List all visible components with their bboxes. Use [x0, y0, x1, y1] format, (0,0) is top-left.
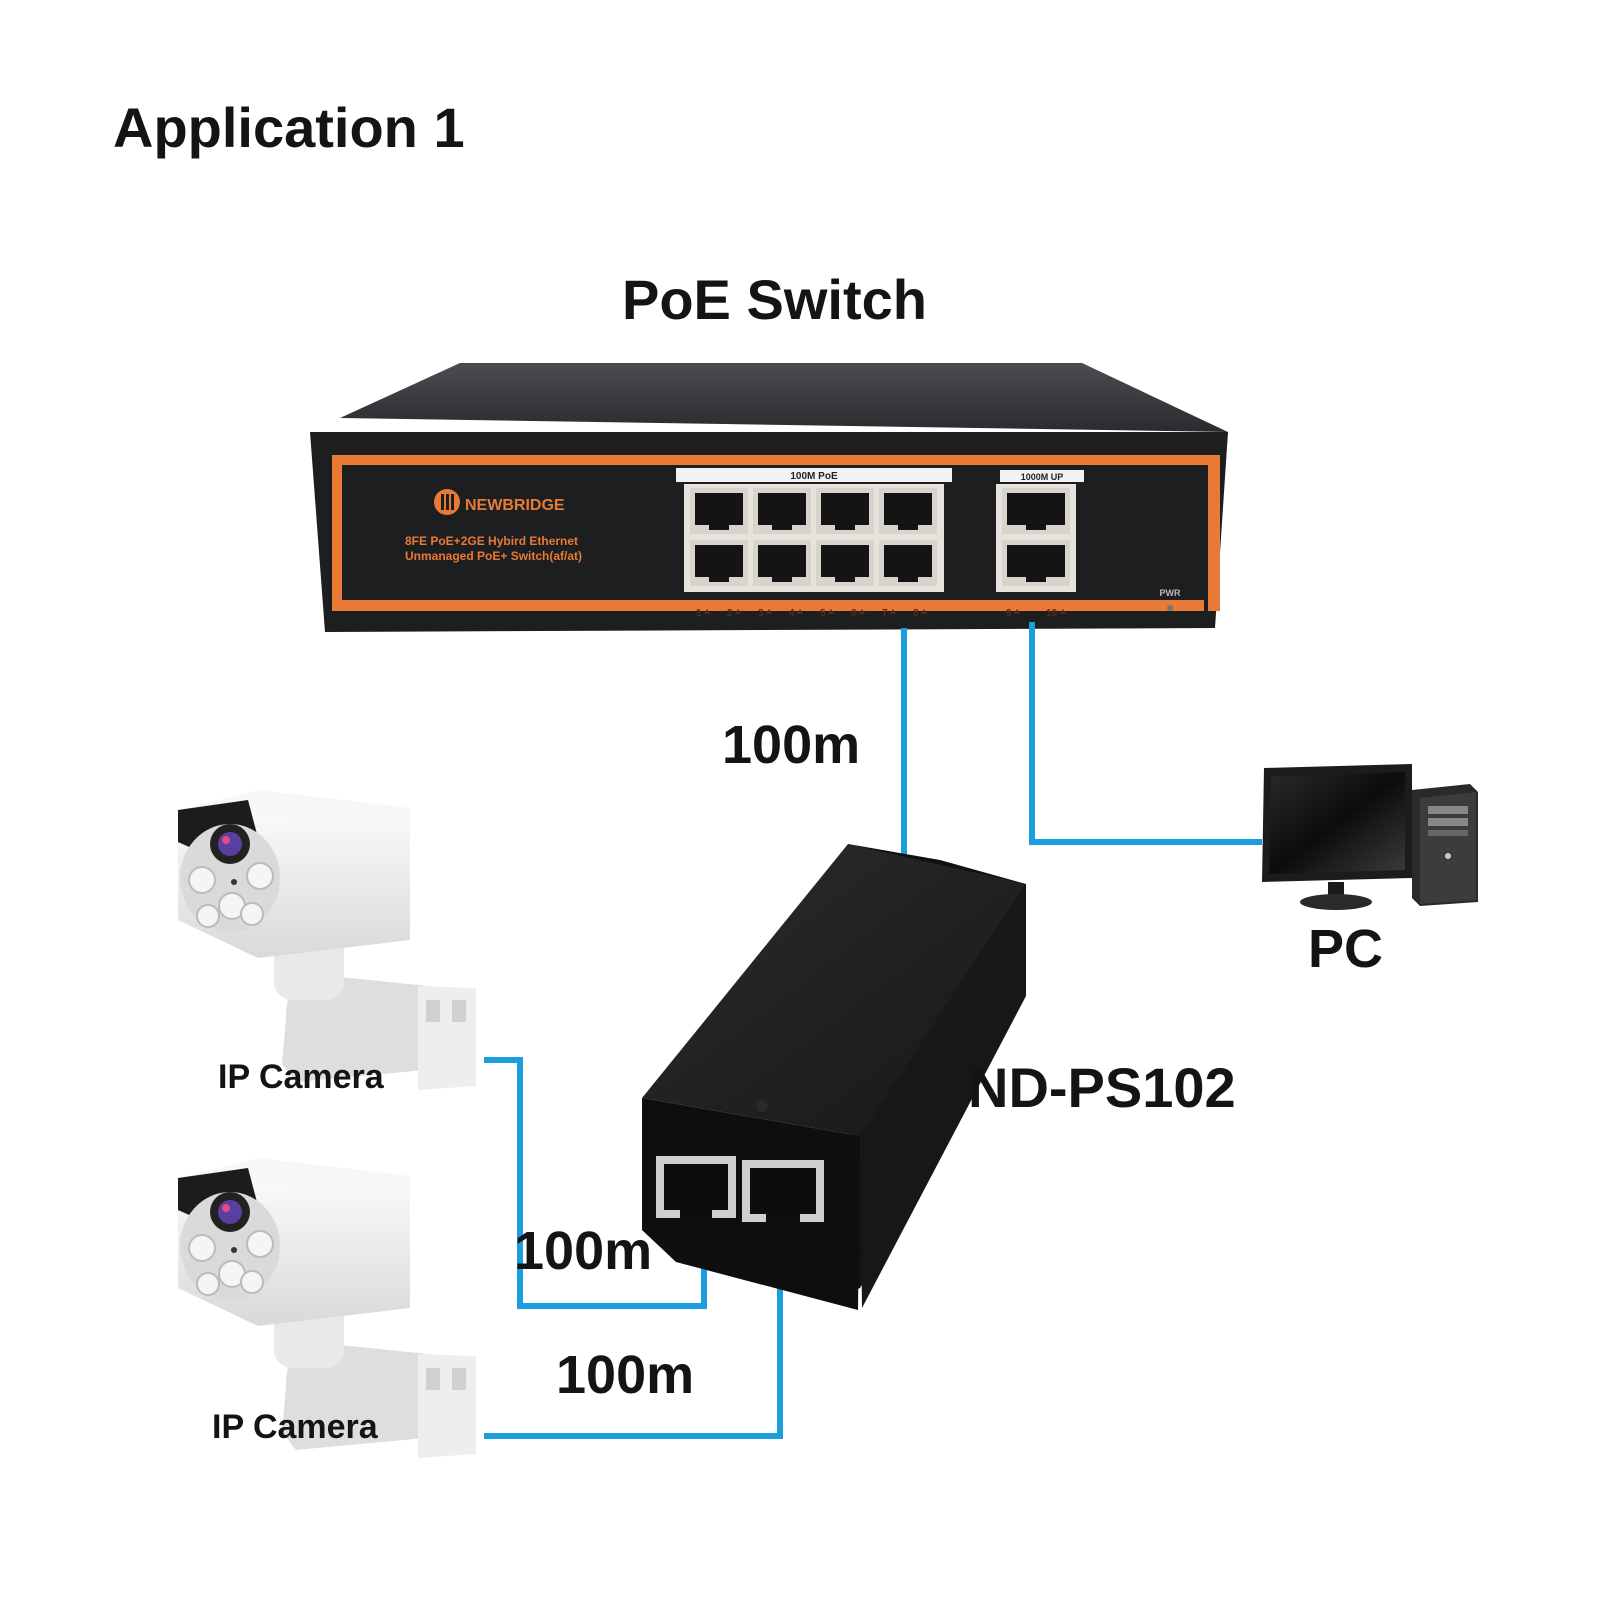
pc-computer	[1262, 764, 1478, 910]
cables	[484, 622, 1262, 1439]
poe-port-3	[753, 488, 811, 534]
poe-splitter-device	[642, 844, 1026, 1310]
port-led-indicator-icon	[766, 609, 772, 614]
pc-label: PC	[1308, 919, 1384, 979]
link-distance-camera-2: 100m	[556, 1345, 695, 1405]
port-number-8: 8	[913, 608, 919, 619]
port-number-10: 10	[1046, 608, 1058, 619]
camera-lens-icon	[218, 1200, 242, 1224]
switch-accent-stripe-bottom	[332, 600, 1204, 611]
switch-top-surface	[340, 363, 1228, 432]
monitor-neck	[1328, 882, 1344, 898]
uplink-ports	[1002, 488, 1070, 586]
drive-bay-1	[1428, 806, 1468, 814]
poe-ports	[690, 488, 937, 586]
poe-group-label-bg	[676, 468, 952, 482]
monitor-stand	[1300, 894, 1372, 910]
port-led-indicator-icon	[1014, 609, 1020, 614]
splitter-label: ND-PS102	[968, 1056, 1236, 1119]
uplink-port-10	[1002, 540, 1070, 586]
uplink-port-9	[1002, 488, 1070, 534]
link-distance-switch-splitter: 100m	[722, 715, 861, 775]
port-number-6: 6	[851, 608, 857, 619]
cable-switch-to-pc	[1029, 622, 1262, 845]
port-number-9: 9	[1006, 608, 1012, 619]
poe-port-2	[690, 540, 748, 586]
port-led-indicator-icon	[735, 609, 741, 614]
splitter-mark-icon	[756, 1100, 768, 1112]
splitter-right-side	[860, 884, 1026, 1308]
port-number-3: 3	[758, 608, 764, 619]
camera-lens-icon	[218, 832, 242, 856]
power-led	[1167, 605, 1173, 611]
switch-accent-stripe-top	[332, 455, 1220, 465]
cable-camera1-to-splitter	[484, 1057, 707, 1309]
ip-camera-1	[178, 790, 476, 1090]
splitter-port-2	[742, 1160, 824, 1222]
power-button-icon	[1445, 853, 1451, 859]
port-led-indicator-icon	[921, 609, 927, 614]
cable-camera2-to-splitter	[484, 1272, 783, 1439]
port-number-4: 4	[789, 608, 795, 619]
poe-port-4	[753, 540, 811, 586]
switch-model-line-1: 8FE PoE+2GE Hybird Ethernet	[405, 534, 578, 548]
port-led-indicator-icon	[859, 609, 865, 614]
uplink-group-label-bg	[1000, 470, 1084, 482]
port-number-7: 7	[882, 608, 888, 619]
poe-group-label: 100M PoE	[790, 471, 838, 482]
brand-name: NEWBRIDGE	[465, 497, 565, 514]
poe-port-1	[690, 488, 748, 534]
port-number-2: 2	[727, 608, 733, 619]
port-led-indicator-icon	[890, 609, 896, 614]
ip-camera-2	[178, 1158, 476, 1458]
camera-2-label: IP Camera	[212, 1408, 378, 1446]
switch-accent-stripe-left	[332, 455, 342, 611]
drive-bay-3	[1428, 830, 1468, 836]
port-numbers: 1 2 3 4 5 6 7 8 9 10	[696, 608, 1066, 619]
splitter-port-1	[656, 1156, 736, 1218]
drive-bay-2	[1428, 818, 1468, 826]
port-led-indicator-icon	[828, 609, 834, 614]
poe-switch-label: PoE Switch	[622, 268, 927, 331]
port-led-indicator-icon	[704, 609, 710, 614]
splitter-top	[642, 844, 1026, 1136]
poe-port-5	[816, 488, 874, 534]
poe-port-8	[879, 540, 937, 586]
switch-accent-stripe-right	[1208, 455, 1220, 611]
port-number-5: 5	[820, 608, 826, 619]
poe-port-7	[879, 488, 937, 534]
camera-1-label: IP Camera	[218, 1058, 384, 1096]
uplink-group-label: 1000M UP	[1021, 472, 1064, 482]
power-label: PWR	[1160, 588, 1181, 598]
port-number-1: 1	[696, 608, 702, 619]
link-distance-camera-1: 100m	[514, 1221, 653, 1281]
switch-model-line-2: Unmanaged PoE+ Switch(af/at)	[405, 549, 582, 563]
monitor-screen	[1269, 772, 1405, 874]
port-led-indicator-icon	[1060, 609, 1066, 614]
poe-switch: NEWBRIDGE 8FE PoE+2GE Hybird Ethernet Un…	[310, 363, 1228, 632]
page-title: Application 1	[113, 96, 465, 159]
poe-port-6	[816, 540, 874, 586]
port-led-indicator-icon	[797, 609, 803, 614]
